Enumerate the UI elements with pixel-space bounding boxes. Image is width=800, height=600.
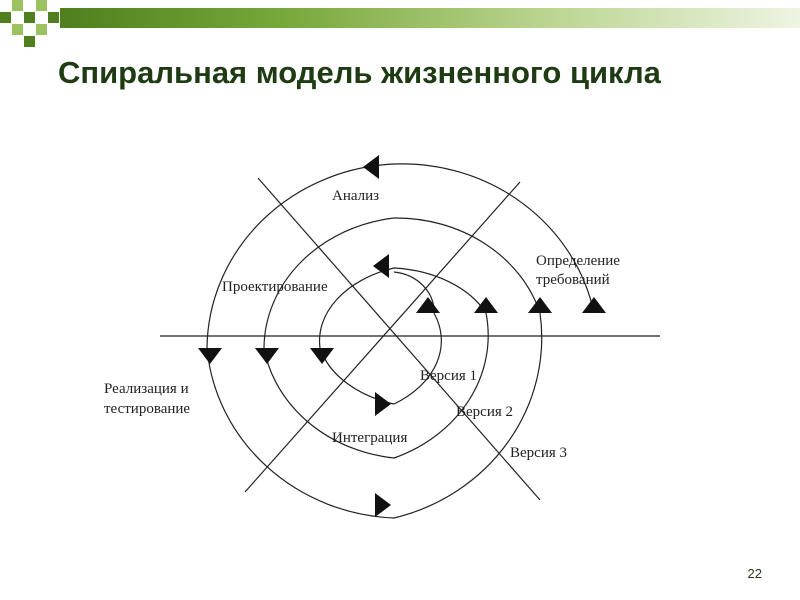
down-arrow xyxy=(255,348,279,364)
label-requirements-line1: Определение xyxy=(536,253,620,269)
spiral-loop-version-2 xyxy=(263,217,541,459)
down-arrow xyxy=(310,348,334,364)
corner-decoration xyxy=(0,0,70,50)
up-arrow xyxy=(528,297,552,313)
corner-square xyxy=(36,24,47,35)
up-arrow xyxy=(474,297,498,313)
page-number: 22 xyxy=(747,566,762,581)
label-implementation-line1: Реализация и xyxy=(104,381,189,397)
corner-square xyxy=(12,0,23,11)
up-arrow xyxy=(582,297,606,313)
down-arrow xyxy=(198,348,222,364)
left-arrow xyxy=(363,155,379,179)
slide-title: Спиральная модель жизненного цикла xyxy=(58,55,661,90)
header-gradient-bar xyxy=(60,8,800,28)
corner-square xyxy=(36,0,47,11)
label-implementation-line2: тестирование xyxy=(104,401,190,417)
label-version-1: Версия 1 xyxy=(420,368,477,384)
label-integration: Интеграция xyxy=(332,430,407,446)
corner-square xyxy=(24,36,35,47)
corner-square xyxy=(48,12,59,23)
diagonal-line-1 xyxy=(257,177,541,501)
label-design: Проектирование xyxy=(222,279,328,295)
label-requirements-line2: требований xyxy=(536,272,610,288)
right-arrow xyxy=(375,493,391,517)
corner-square xyxy=(0,12,11,23)
diagonal-line-2 xyxy=(244,181,521,493)
label-version-2: Версия 2 xyxy=(456,404,513,420)
label-analysis: Анализ xyxy=(332,188,379,204)
right-arrow xyxy=(375,392,391,416)
label-version-3: Версия 3 xyxy=(510,445,567,461)
corner-square xyxy=(24,12,35,23)
up-arrow xyxy=(416,297,440,313)
corner-square xyxy=(12,24,23,35)
left-arrow xyxy=(373,254,389,278)
